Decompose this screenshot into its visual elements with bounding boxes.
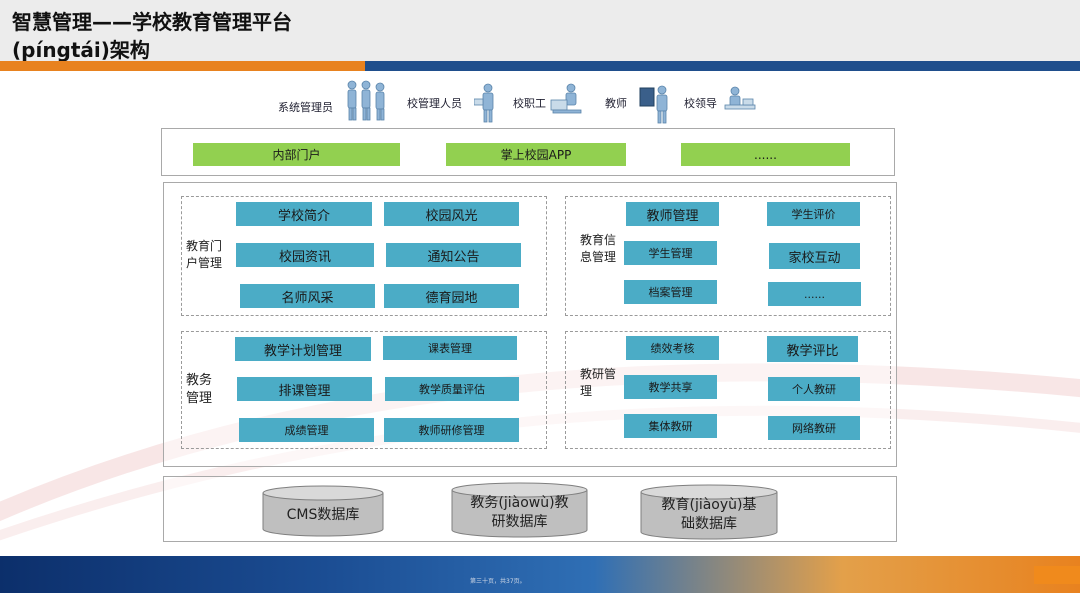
admin-group-icon <box>347 80 385 121</box>
module-campus-news[interactable]: 校园资讯 <box>236 243 374 267</box>
module-famous-teachers[interactable]: 名师风采 <box>240 284 375 308</box>
module-notices[interactable]: 通知公告 <box>386 243 521 267</box>
section-academic-label: 教务 管理 <box>186 373 213 406</box>
module-campus-scenery[interactable]: 校园风光 <box>384 202 519 226</box>
basic-database-label: 教育(jiàoyù)基 础数据库 <box>661 497 757 532</box>
module-teacher-management[interactable]: 教师管理 <box>626 202 719 226</box>
portal-mobile-app[interactable]: 掌上校园APP <box>446 143 626 166</box>
section-edu-portal <box>181 196 547 316</box>
module-school-intro[interactable]: 学校简介 <box>236 202 372 226</box>
module-grades[interactable]: 成绩管理 <box>239 418 374 442</box>
cms-database-icon <box>262 485 384 537</box>
user-label-sysadmin: 系统管理员 <box>278 101 333 114</box>
header-orange-bar <box>0 61 365 71</box>
module-moral-education[interactable]: 德育园地 <box>384 284 519 308</box>
module-group-research[interactable]: 集体教研 <box>624 414 717 438</box>
module-timetable[interactable]: 课表管理 <box>383 336 517 360</box>
section-edu-info-label: 教育信 息管理 <box>580 233 617 264</box>
module-teaching-quality[interactable]: 教学质量评估 <box>385 377 519 401</box>
user-label-leader: 校领导 <box>684 97 717 110</box>
basic-database-icon <box>640 484 778 540</box>
header-background <box>0 0 1080 61</box>
module-teaching-plan[interactable]: 教学计划管理 <box>235 337 371 361</box>
manager-icon <box>474 83 494 123</box>
user-label-manager: 校管理人员 <box>407 97 462 110</box>
cms-database-label: CMS数据库 <box>286 506 360 523</box>
module-more[interactable]: ...... <box>768 282 861 306</box>
module-performance[interactable]: 绩效考核 <box>626 336 719 360</box>
module-personal-research[interactable]: 个人教研 <box>768 377 860 401</box>
page-title: 智慧管理——学校教育管理平台 <box>12 10 292 34</box>
module-course-scheduling[interactable]: 排课管理 <box>237 377 372 401</box>
section-research-label: 教研管 理 <box>580 367 617 398</box>
user-label-teacher: 教师 <box>605 97 627 110</box>
module-teaching-sharing[interactable]: 教学共享 <box>624 375 717 399</box>
academic-database-label: 教务(jiàowù)教 研数据库 <box>470 495 569 530</box>
header-blue-bar <box>365 61 1080 71</box>
module-teaching-competition[interactable]: 教学评比 <box>767 336 858 362</box>
page-number: 第三十页，共37页。 <box>470 578 526 585</box>
section-academic <box>181 331 547 449</box>
section-edu-portal-label: 教育门 户管理 <box>186 239 223 270</box>
section-edu-info <box>565 196 891 316</box>
footer-accent <box>1034 566 1080 584</box>
module-student-management[interactable]: 学生管理 <box>624 241 717 265</box>
teacher-icon <box>639 85 668 124</box>
module-student-evaluation[interactable]: 学生评价 <box>767 202 860 226</box>
staff-icon <box>550 83 582 114</box>
module-teacher-training[interactable]: 教师研修管理 <box>384 418 519 442</box>
footer-bar <box>0 556 1080 593</box>
academic-database-icon <box>451 482 588 538</box>
module-home-school[interactable]: 家校互动 <box>769 243 860 269</box>
module-online-research[interactable]: 网络教研 <box>768 416 860 440</box>
portal-more[interactable]: ...... <box>681 143 850 166</box>
section-research <box>565 331 891 449</box>
page-title-line2: (píngtái)架构 <box>12 38 150 62</box>
portal-internal[interactable]: 内部门户 <box>193 143 400 166</box>
user-label-staff: 校职工 <box>513 97 546 110</box>
leader-icon <box>724 86 756 110</box>
module-archive-management[interactable]: 档案管理 <box>624 280 717 304</box>
